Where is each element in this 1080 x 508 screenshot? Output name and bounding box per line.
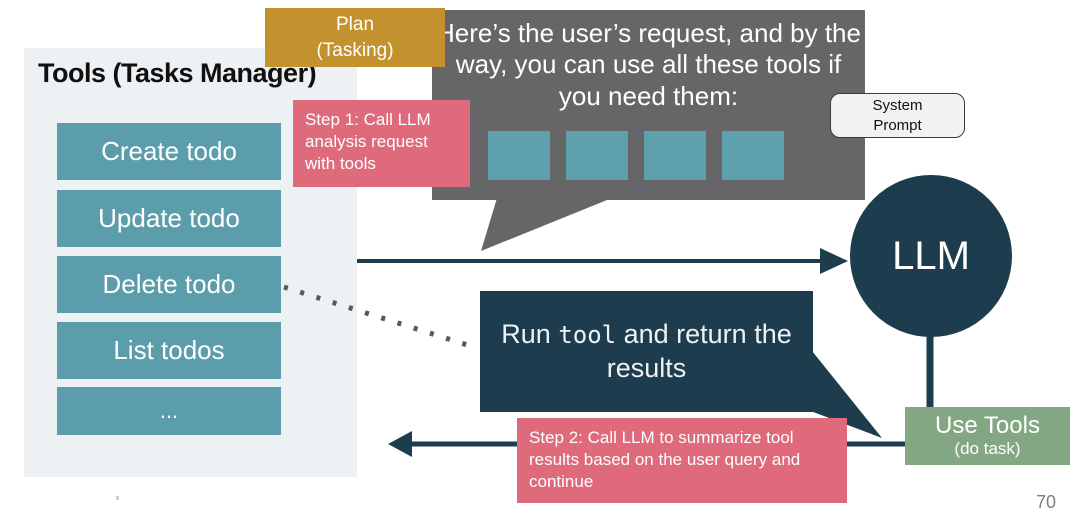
page-number: 70	[1036, 492, 1057, 508]
tool-button-label: ...	[159, 398, 179, 423]
run-text-post: and return the results	[606, 318, 792, 383]
tool-slot	[644, 131, 706, 180]
llm-node: LLM	[850, 175, 1012, 337]
use-tools-label: Use Tools	[935, 411, 1040, 439]
use-tools-sublabel: (do task)	[954, 439, 1021, 458]
tool-button-update-todo: Update todo	[57, 190, 281, 247]
tool-button-label: Update todo	[98, 203, 240, 233]
tool-slot	[566, 131, 628, 180]
step1-note: Step 1: Call LLM analysis request with t…	[293, 100, 470, 187]
prompt-bubble-tail	[481, 198, 612, 251]
footer-artifact	[116, 496, 119, 500]
system-prompt-bubble-text: Here’s the user’s request, and by the wa…	[436, 18, 861, 111]
tool-result-bubble-text: Run tool and return the results	[480, 318, 813, 386]
llm-node-label: LLM	[892, 233, 970, 278]
run-text-code: tool	[558, 320, 617, 349]
delete-todo-dotted-line	[283, 284, 478, 351]
tool-result-bubble: Run tool and return the results	[480, 291, 813, 412]
system-prompt-tag-line2: Prompt	[873, 116, 922, 134]
use-tools-node: Use Tools (do task)	[905, 407, 1070, 465]
tool-button-label: Create todo	[101, 136, 237, 166]
plan-tag-line2: (Tasking)	[316, 39, 394, 61]
tool-button-label: Delete todo	[102, 269, 236, 299]
tool-slot	[722, 131, 784, 180]
step1-arrow-head	[820, 248, 848, 274]
plan-tasking-tag: Plan (Tasking)	[265, 8, 445, 67]
plan-tag-line1: Plan	[335, 13, 375, 35]
tool-result-bubble-tail	[808, 346, 882, 438]
step2-note: Step 2: Call LLM to summarize tool resul…	[517, 418, 847, 503]
run-text-pre: Run	[501, 318, 559, 349]
tool-button-more: ...	[57, 387, 281, 435]
tool-button-create-todo: Create todo	[57, 123, 281, 180]
tool-button-label: List todos	[113, 335, 225, 365]
tool-slots	[488, 131, 828, 180]
tool-button-delete-todo: Delete todo	[57, 256, 281, 313]
tool-slot	[488, 131, 550, 180]
system-prompt-tag: System Prompt	[830, 93, 965, 138]
system-prompt-tag-line1: System	[872, 97, 923, 114]
step2-arrow-head	[388, 431, 412, 457]
tool-button-list-todos: List todos	[57, 322, 281, 379]
system-prompt-bubble: Here’s the user’s request, and by the wa…	[432, 10, 865, 200]
